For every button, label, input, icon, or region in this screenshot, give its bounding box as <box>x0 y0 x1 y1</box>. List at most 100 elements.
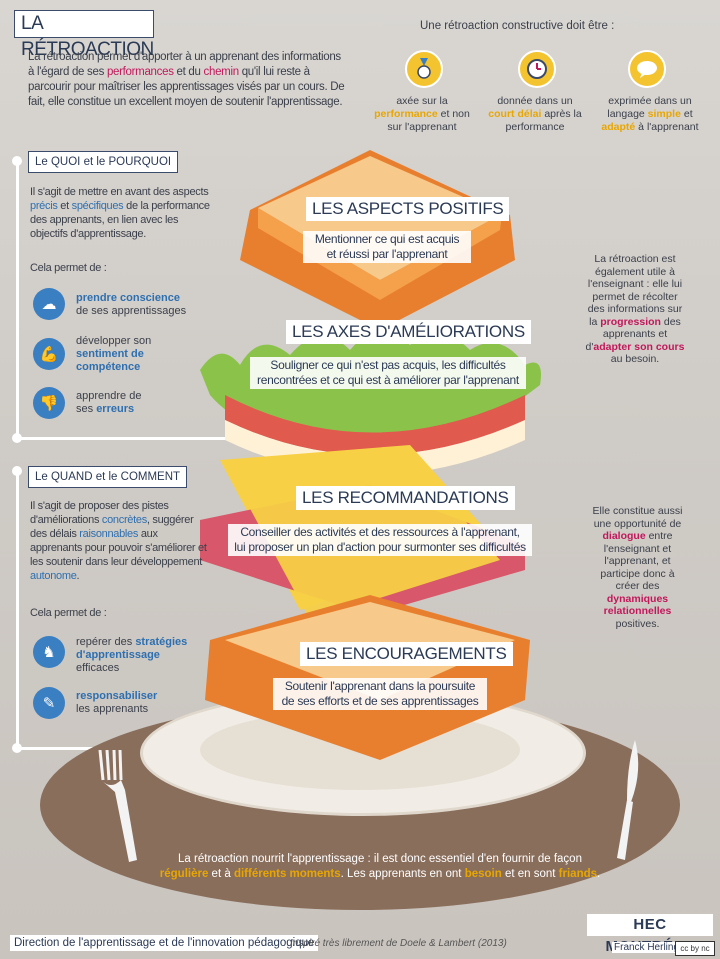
layer-desc-4: Soutenir l'apprenant dans la poursuite d… <box>273 678 487 710</box>
bracket-dot <box>12 156 22 166</box>
layer-title-4: LES ENCOURAGEMENTS <box>300 642 513 666</box>
item-text: développer son <box>76 335 152 347</box>
inspired-label: Inspiré très librement de Doele & Lamber… <box>290 938 507 949</box>
item-highlight: simple <box>647 108 681 120</box>
quand-allows: Cela permet de : <box>30 607 107 619</box>
side-text: au besoin. <box>610 353 660 365</box>
item-text: et <box>680 108 693 120</box>
clock-icon <box>518 50 556 88</box>
footer-message: La rétroaction nourrit l'apprentissage :… <box>150 852 610 882</box>
item-highlight: court délai <box>488 108 542 120</box>
footer-text: et à <box>208 868 234 880</box>
item-bold: sentiment de compétence <box>76 348 144 373</box>
footer-line: La rétroaction nourrit l'apprentissage :… <box>178 853 582 865</box>
section-heading-quand: Le QUAND et le COMMENT <box>28 466 188 488</box>
layer-title-1: LES ASPECTS POSITIFS <box>306 197 510 221</box>
item-text: après la performance <box>505 108 582 133</box>
item-highlight: performance <box>374 108 438 120</box>
layer-desc-line: rencontrées et ce qui est à améliorer pa… <box>257 373 519 387</box>
brain-cloud-icon: ☁ <box>33 288 65 320</box>
medal-icon <box>405 50 443 88</box>
footer-highlight: différents moments <box>233 868 341 880</box>
item-text: de ses apprentissages <box>76 305 187 317</box>
item-text: efficaces <box>76 662 120 674</box>
author-label: Franck Herling <box>612 942 682 953</box>
page-title: LA RÉTROACTION <box>21 13 154 60</box>
knife-icon <box>617 740 639 860</box>
side-text: Elle constitue aussi une opportunité de <box>592 505 683 530</box>
item-bold: responsabiliser <box>76 690 158 702</box>
intro-highlight: chemin <box>203 66 240 78</box>
side-note-teacher: La rétroaction est également utile à l'e… <box>585 253 685 366</box>
layer-title-2: LES AXES D'AMÉLIORATIONS <box>286 320 531 344</box>
intro-text: qu'il lui reste à parcourir pour maîtris… <box>28 66 345 108</box>
quoi-paragraph: Il s'agit de mettre en avant des aspects… <box>30 185 210 241</box>
footer-highlight: besoin <box>464 868 502 880</box>
layer-title-3: LES RECOMMANDATIONS <box>296 486 515 510</box>
chess-icon: ♞ <box>33 636 65 668</box>
para-text: de la performance des apprenants, en lie… <box>30 200 210 240</box>
side-text: La rétroaction est également utile à l'e… <box>587 253 683 328</box>
layer-desc-line: Soutenir l'apprenant dans la poursuite <box>284 679 476 693</box>
section-heading-quoi: Le QUOI et le POURQUOI <box>28 151 179 173</box>
hec-logo: HEC MONTRÉAL <box>587 914 713 955</box>
side-highlight: dialogue <box>602 530 646 542</box>
para-text: aux apprenants pour pouvoir s'améliorer … <box>30 528 207 568</box>
thumbs-down-icon: 👎 <box>33 387 65 419</box>
page-title-box: LA RÉTROACTION <box>14 10 154 60</box>
quoi-item-3: apprendre de ses erreurs <box>76 390 186 416</box>
bracket-line <box>16 165 19 440</box>
side-text: des apprenants et d' <box>585 315 681 353</box>
constructive-item-2: donnée dans un court délai après la perf… <box>487 95 583 134</box>
item-highlight: adapté <box>601 121 636 133</box>
layer-desc-line: Souligner ce qui n'est pas acquis, les d… <box>270 358 506 372</box>
bracket-dot <box>12 433 22 443</box>
bracket-line <box>16 475 19 750</box>
layer-desc-line: lui proposer un plan d'action pour surmo… <box>234 540 526 554</box>
para-highlight: autonome <box>30 570 77 582</box>
item-text: à l'apprenant <box>635 121 699 133</box>
pencil-book-icon: ✎ <box>33 687 65 719</box>
item-text: exprimée dans un langage <box>607 95 692 120</box>
quand-item-2: responsabiliser les apprenants <box>76 690 186 716</box>
speech-bubble-icon <box>628 50 666 88</box>
para-highlight: concrètes <box>101 514 147 526</box>
quoi-allows: Cela permet de : <box>30 262 107 274</box>
quoi-item-1: prendre conscience de ses apprentissages <box>76 292 196 318</box>
item-text: les apprenants <box>76 703 149 715</box>
side-text: positives. <box>615 617 660 630</box>
layer-desc-line: Conseiller des activités et des ressourc… <box>240 525 520 539</box>
fork-icon <box>98 750 137 862</box>
arm-muscle-icon: 💪 <box>33 338 65 370</box>
side-text: entre l'enseignant et l'apprenant, et pa… <box>600 530 675 592</box>
para-text: Il s'agit de mettre en avant des aspects <box>30 186 209 198</box>
side-note-dialogue: Elle constitue aussi une opportunité de … <box>590 505 685 630</box>
para-text: . <box>76 570 80 582</box>
para-text: et <box>57 200 72 212</box>
layer-desc-2: Souligner ce qui n'est pas acquis, les d… <box>250 357 526 389</box>
intro-highlight: performances <box>106 66 174 78</box>
item-text: axée sur la <box>396 95 448 107</box>
layer-desc-line: et réussi par l'apprenant <box>326 247 448 261</box>
para-text: Il s'agit de proposer des pistes d'améli… <box>30 500 169 526</box>
item-text: ses <box>76 403 97 415</box>
quand-paragraph: Il s'agit de proposer des pistes d'améli… <box>30 499 210 583</box>
intro-text: et du <box>173 66 204 78</box>
item-text: apprendre de <box>76 390 142 402</box>
side-highlight: dynamiques relationnelles <box>603 592 672 618</box>
item-bold: prendre conscience <box>76 292 180 304</box>
layer-desc-3: Conseiller des activités et des ressourc… <box>228 524 532 556</box>
quand-item-1: repérer des stratégies d'apprentissage e… <box>76 636 206 675</box>
para-highlight: spécifiques <box>71 200 124 212</box>
layer-desc-line: Mentionner ce qui est acquis <box>314 232 460 246</box>
footer-highlight: friands <box>558 868 598 880</box>
footer-text: . Les apprenants en ont <box>340 868 465 880</box>
item-bold: stratégies d'apprentissage <box>76 636 188 661</box>
footer-text: . <box>597 868 601 880</box>
constructive-item-3: exprimée dans un langage simple et adapt… <box>595 95 705 134</box>
item-text: repérer des <box>76 636 136 648</box>
constructive-title: Une rétroaction constructive doit être : <box>420 20 615 32</box>
intro-paragraph: La rétroaction permet d'apporter à un ap… <box>28 50 348 110</box>
